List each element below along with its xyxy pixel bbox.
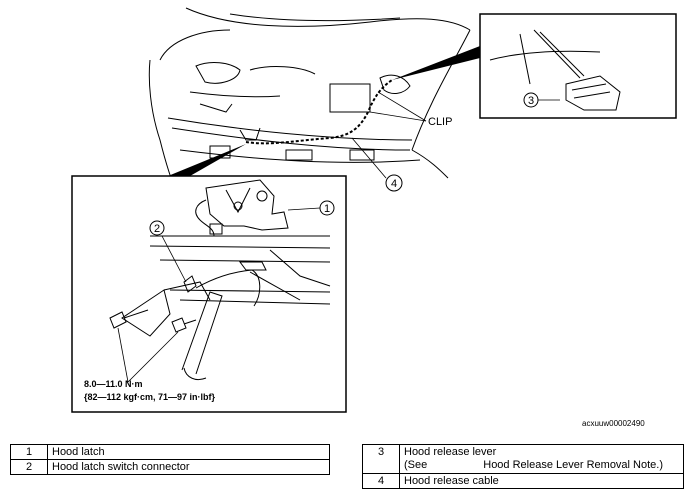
- clip-label: CLIP: [428, 116, 452, 128]
- torque-line-2: {82—112 kgf·cm, 71—97 in·lbf}: [84, 392, 216, 402]
- callout-3-label: 3: [528, 95, 534, 107]
- legend-row: 1 Hood latch: [10, 444, 330, 460]
- latch-detail-inset: 1 2: [71, 175, 347, 413]
- callout-4-label: 4: [391, 178, 397, 190]
- legend-num: 2: [10, 459, 48, 475]
- engine-bay-drawing: [148, 7, 471, 197]
- release-lever-inset: 3: [479, 13, 677, 119]
- callout-4: 4: [351, 137, 403, 192]
- callout-2-label: 2: [154, 223, 160, 235]
- legend-item-3-title: Hood release lever: [404, 446, 497, 458]
- legend-num: 3: [362, 444, 400, 474]
- legend-num: 1: [10, 444, 48, 460]
- legend-row: 4 Hood release cable: [362, 473, 684, 489]
- legend-left: 1 Hood latch 2 Hood latch switch connect…: [10, 444, 330, 475]
- inset-pointer-top: [392, 46, 480, 80]
- legend-row: 2 Hood latch switch connector: [10, 459, 330, 475]
- callout-1-label: 1: [324, 203, 330, 215]
- note-prefix: (See: [404, 459, 428, 471]
- legend-num: 4: [362, 473, 400, 489]
- legend-right: 3 Hood release lever (See Hood Release Le…: [362, 444, 684, 489]
- torque-spec: 8.0—11.0 N·m {82—112 kgf·cm, 71—97 in·lb…: [84, 378, 215, 404]
- release-cable: [245, 79, 393, 145]
- legend-item-3-note: (See Hood Release Lever Removal Note.): [404, 459, 679, 472]
- legend-text: Hood latch switch connector: [47, 459, 330, 475]
- clip-leaders: [369, 91, 427, 122]
- legend-text: Hood release lever (See Hood Release Leve…: [399, 444, 684, 474]
- legend-text: Hood release cable: [399, 473, 684, 489]
- legend-row: 3 Hood release lever (See Hood Release Le…: [362, 444, 684, 474]
- legend-text: Hood latch: [47, 444, 330, 460]
- note-link[interactable]: Hood Release Lever Removal Note.): [483, 459, 664, 471]
- torque-line-1: 8.0—11.0 N·m: [84, 379, 143, 389]
- figure-id: acxuuw00002490: [582, 419, 645, 428]
- inset-pointer-bottom: [168, 144, 246, 176]
